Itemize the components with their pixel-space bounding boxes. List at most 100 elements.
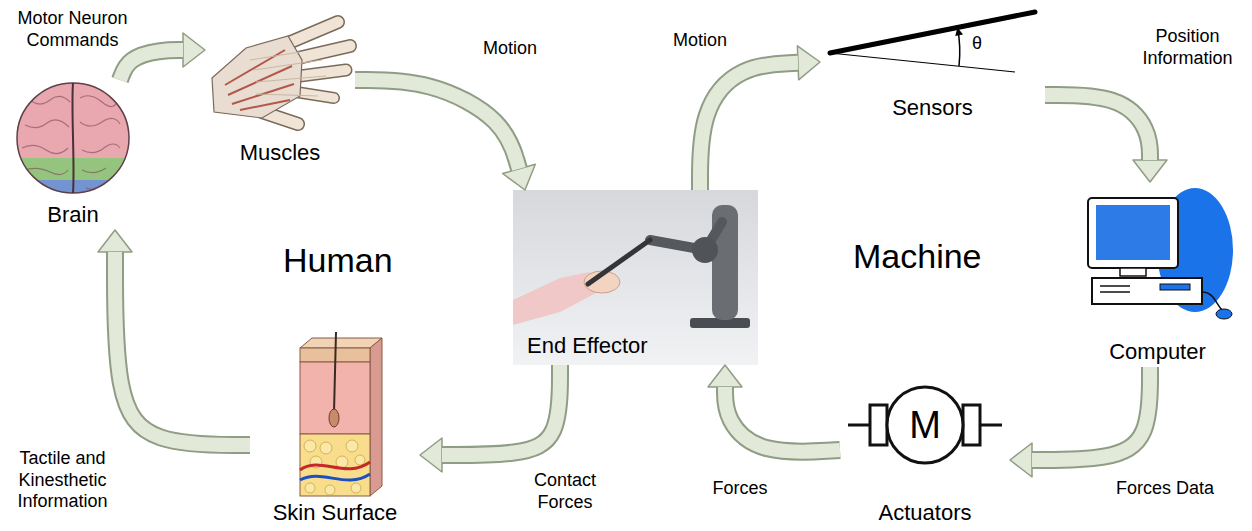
motor-symbol [848,387,1002,463]
arrow-body [355,80,519,169]
arrow-body [700,63,798,190]
hand-muscle-illustration [212,22,350,124]
skin-section-illustration-part-part [320,442,332,454]
figure-caption: Skin Surface [273,500,398,526]
skin-section-illustration-part-part [351,483,361,493]
brain-illustration-part-part [22,96,120,190]
brain-illustration-part [72,83,73,193]
arrow-body [725,387,840,452]
sensor-figure: Sensors [820,8,1045,123]
skin-section-illustration-part [370,338,382,496]
skin-section-illustration-part [329,409,339,427]
computer-icon-part [1202,292,1222,310]
figure-caption: Sensors [892,95,973,121]
hand-muscle-illustration-part [250,52,326,96]
signal-label: Motion [470,38,550,60]
arrow-body [115,252,250,445]
hand-muscle-illustration-part-part [298,46,350,58]
arrow-head [708,365,742,387]
signal-label: Position Information [1130,26,1245,69]
hand-muscle-illustration-part-part [286,22,338,44]
brain-illustration-part [10,80,140,200]
figure-caption: End Effector [527,333,648,359]
figure-caption: Muscles [240,140,321,166]
region-label: Machine [853,236,982,277]
photo-of-haptic-device-part [513,190,758,365]
arrow-outline [355,80,519,169]
arrow-outline [1032,367,1150,460]
hand-muscle-illustration-part-part [300,70,346,76]
block-arrow [708,365,840,452]
computer-icon-part [1120,268,1146,276]
figure-caption: Computer [1109,339,1206,365]
motor-symbol-part [887,387,963,463]
photo-of-haptic-device [513,190,758,365]
skin-section-illustration-part [300,434,370,496]
arrow-head [420,438,442,472]
motor-symbol-part [963,405,980,445]
arrow-head [98,230,132,252]
end-effector-photo: End Effector [513,190,758,365]
signal-label: Forces [700,478,780,500]
muscles-figure: Muscles [205,8,355,168]
signal-label: Motion [660,30,740,52]
brain-illustration-part-part [10,180,140,200]
motor-letter: M [909,406,941,444]
computer-icon-part [1092,278,1202,304]
skin-figure: Skin Surface [250,335,420,528]
sensor-angle-illustration-part [830,53,1015,72]
skin-section-illustration-part-part [355,455,365,465]
arrow-body [1045,95,1150,160]
skin-section-illustration-part [300,338,382,348]
arrow-body [120,50,183,80]
photo-of-haptic-device-part [588,240,650,284]
arrow-outline [442,365,560,455]
motor-symbol-part [848,424,870,427]
skin-section-illustration-part [300,474,370,480]
arrow-outline [120,50,183,80]
computer-icon [1088,188,1233,319]
hand-muscle-illustration-part-part [298,46,350,58]
hand-muscle-illustration-part-part [300,70,346,76]
photo-of-haptic-device-part [692,237,718,263]
block-arrow [420,365,560,472]
signal-label: Forces Data [1105,478,1225,500]
block-arrow [120,33,205,80]
skin-section-illustration-part [300,462,370,470]
arrow-outline [700,63,798,190]
arrow-body [1032,367,1150,460]
hand-muscle-illustration-part [212,36,302,118]
skin-section-illustration-part-part [346,440,358,452]
brain-illustration-part [17,83,129,193]
sensor-angle-illustration [830,12,1035,72]
arrow-head [183,33,205,67]
computer-icon-part [1216,309,1232,319]
arrow-head [1133,160,1167,182]
motor-symbol-part [980,424,1002,427]
arrow-head [1010,443,1032,477]
computer-icon-part [1100,291,1130,293]
block-arrow [355,80,535,190]
hand-muscle-illustration-part-part [286,22,338,44]
computer-icon-part [1160,284,1190,290]
arrow-outline [1045,95,1150,160]
brain-figure: Brain [8,80,138,230]
block-arrow [98,230,250,445]
sensor-angle-illustration-part [955,28,963,37]
computer-figure: Computer [1075,182,1240,367]
arrow-outline [725,387,840,452]
skin-section-illustration-part-part [336,456,348,468]
signal-label: Tactile and Kinesthetic Information [5,448,120,513]
block-arrow [700,46,820,190]
brain-illustration-part-part [10,80,140,158]
angle-symbol: θ [972,33,982,55]
arrow-head [797,46,820,80]
actuator-figure: Actuators [840,378,1010,528]
signal-label: Motor Neuron Commands [5,8,140,51]
skin-section-illustration [300,332,382,496]
skin-section-illustration-part-part [305,483,315,493]
skin-section-illustration-part-part [304,440,316,452]
motor-symbol-part [870,405,887,445]
